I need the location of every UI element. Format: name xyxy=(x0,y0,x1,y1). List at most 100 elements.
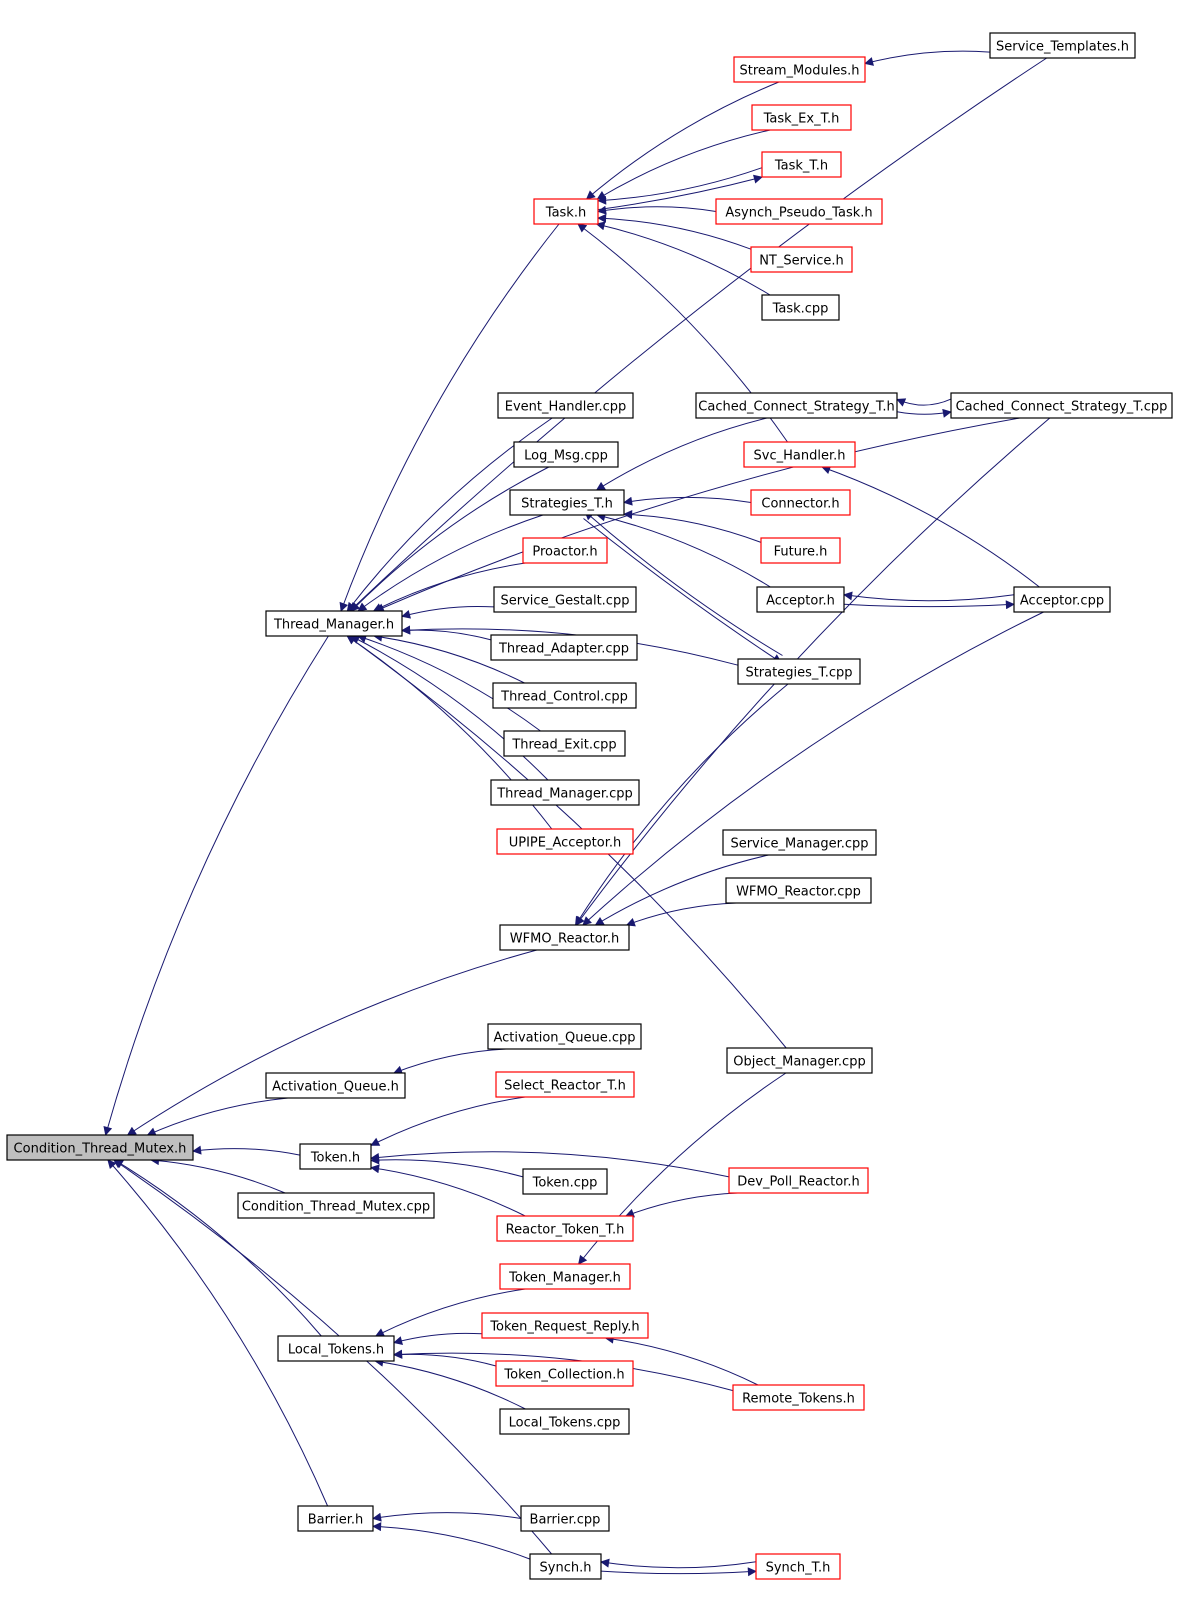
node-box xyxy=(499,1408,630,1435)
node-log-msg[interactable]: Log_Msg.cpp xyxy=(513,441,619,468)
node-future-h[interactable]: Future.h xyxy=(760,537,841,564)
node-task-h[interactable]: Task.h xyxy=(533,198,599,225)
node-proactor-h[interactable]: Proactor.h xyxy=(522,537,608,564)
node-label: Barrier.h xyxy=(308,1513,363,1528)
node-thread-adapter[interactable]: Thread_Adapter.cpp xyxy=(490,634,638,661)
node-ctm-cpp[interactable]: Condition_Thread_Mutex.cpp xyxy=(237,1192,435,1219)
edge-token_cpp-to-token_h xyxy=(370,1155,524,1178)
node-box xyxy=(755,1553,841,1580)
node-dev-poll[interactable]: Dev_Poll_Reactor.h xyxy=(728,1167,869,1194)
edge-acceptor_cpp-to-svc_handler xyxy=(821,465,1040,588)
node-svc-templates[interactable]: Service_Templates.h xyxy=(989,32,1136,59)
edge-ccs_t_cpp-to-wfmo_reactor_h xyxy=(575,417,1051,926)
node-object-manager[interactable]: Object_Manager.cpp xyxy=(726,1047,873,1074)
node-nt-service[interactable]: NT_Service.h xyxy=(750,246,853,273)
node-box xyxy=(761,294,840,321)
node-task-t[interactable]: Task_T.h xyxy=(761,151,842,178)
node-box xyxy=(761,151,842,178)
node-thread-manager-cpp[interactable]: Thread_Manager.cpp xyxy=(490,779,640,806)
node-token-request-reply[interactable]: Token_Request_Reply.h xyxy=(481,1312,649,1339)
node-box xyxy=(533,198,599,225)
node-service-gestalt[interactable]: Service_Gestalt.cpp xyxy=(493,586,637,613)
node-stream-modules[interactable]: Stream_Modules.h xyxy=(733,56,866,83)
node-service-manager[interactable]: Service_Manager.cpp xyxy=(722,829,877,856)
edge-task_cpp-to-task_h xyxy=(595,221,771,296)
node-box xyxy=(750,246,853,273)
node-label: Cached_Connect_Strategy_T.cpp xyxy=(956,400,1168,415)
node-local-tokens-h[interactable]: Local_Tokens.h xyxy=(277,1335,395,1362)
node-ctm-h[interactable]: Condition_Thread_Mutex.h xyxy=(6,1134,194,1161)
node-box xyxy=(497,392,634,419)
edge-wfmo_reactor_h-to-ctm_h xyxy=(126,949,538,1136)
node-activation-queue-h[interactable]: Activation_Queue.h xyxy=(265,1072,406,1099)
node-select-reactor-t[interactable]: Select_Reactor_T.h xyxy=(495,1071,635,1098)
node-label: Synch.h xyxy=(540,1561,592,1576)
node-event-handler[interactable]: Event_Handler.cpp xyxy=(497,392,634,419)
node-ccs-t-h[interactable]: Cached_Connect_Strategy_T.h xyxy=(695,392,898,419)
edge-barrier_h-to-ctm_h xyxy=(107,1159,329,1507)
edge-ccs_t_cpp-to-ccs_t_h xyxy=(896,398,952,407)
node-box xyxy=(695,392,898,419)
node-local-tokens-cpp[interactable]: Local_Tokens.cpp xyxy=(499,1408,630,1435)
node-label: WFMO_Reactor.cpp xyxy=(736,885,861,900)
edge-thread_control-to-thread_manager_h xyxy=(373,632,525,684)
edge-future_h-to-strategies_t_h xyxy=(623,510,762,543)
node-acceptor-cpp[interactable]: Acceptor.cpp xyxy=(1013,586,1111,613)
node-box xyxy=(950,392,1173,419)
node-box xyxy=(715,198,883,225)
node-box xyxy=(265,1072,406,1099)
edge-acceptor_h-to-strategies_t_h xyxy=(596,512,771,588)
node-reactor-token-t[interactable]: Reactor_Token_T.h xyxy=(496,1215,634,1242)
node-asynch-pseudo[interactable]: Asynch_Pseudo_Task.h xyxy=(715,198,883,225)
node-synch-h[interactable]: Synch.h xyxy=(529,1553,602,1580)
node-barrier-cpp[interactable]: Barrier.cpp xyxy=(520,1505,610,1532)
node-box xyxy=(496,828,634,855)
node-label: Token_Request_Reply.h xyxy=(489,1320,639,1335)
node-label: Activation_Queue.h xyxy=(272,1080,399,1095)
node-label: Synch_T.h xyxy=(766,1561,831,1576)
node-box xyxy=(743,441,856,468)
node-acceptor-h[interactable]: Acceptor.h xyxy=(756,586,845,613)
edge-strategies_t_h-to-strategies_t_cpp xyxy=(583,518,782,663)
node-label: Token.cpp xyxy=(532,1176,598,1191)
node-svc-handler[interactable]: Svc_Handler.h xyxy=(743,441,856,468)
node-task-cpp[interactable]: Task.cpp xyxy=(761,294,840,321)
node-label: Proactor.h xyxy=(532,545,597,560)
node-activation-queue-cpp[interactable]: Activation_Queue.cpp xyxy=(487,1023,642,1050)
node-label: Token.h xyxy=(310,1151,360,1166)
node-label: Thread_Adapter.cpp xyxy=(498,642,629,657)
node-box xyxy=(725,877,872,904)
edge-token_request_reply-to-local_tokens_h xyxy=(393,1332,483,1345)
node-task-ex-t[interactable]: Task_Ex_T.h xyxy=(751,104,852,131)
node-strategies-t-h[interactable]: Strategies_T.h xyxy=(509,489,625,516)
node-label: Strategies_T.cpp xyxy=(745,666,852,681)
edge-token_manager-to-local_tokens_h xyxy=(374,1288,526,1337)
node-synch-t[interactable]: Synch_T.h xyxy=(755,1553,841,1580)
node-label: Thread_Manager.cpp xyxy=(496,787,633,802)
node-thread-control[interactable]: Thread_Control.cpp xyxy=(492,682,637,709)
node-box xyxy=(493,586,637,613)
node-ccs-t-cpp[interactable]: Cached_Connect_Strategy_T.cpp xyxy=(950,392,1173,419)
node-thread-manager-h[interactable]: Thread_Manager.h xyxy=(265,610,403,637)
node-box xyxy=(520,1505,610,1532)
edge-token_h-to-ctm_h xyxy=(192,1145,301,1156)
node-token-manager[interactable]: Token_Manager.h xyxy=(499,1263,631,1290)
node-barrier-h[interactable]: Barrier.h xyxy=(297,1505,374,1532)
node-box xyxy=(529,1553,602,1580)
node-thread-exit[interactable]: Thread_Exit.cpp xyxy=(503,730,626,757)
node-connector-h[interactable]: Connector.h xyxy=(750,489,851,516)
edge-proactor_h-to-thread_manager_h xyxy=(372,562,526,612)
node-token-collection[interactable]: Token_Collection.h xyxy=(495,1360,634,1387)
node-wfmo-reactor-cpp[interactable]: WFMO_Reactor.cpp xyxy=(725,877,872,904)
node-remote-tokens[interactable]: Remote_Tokens.h xyxy=(732,1384,865,1411)
edge-object_manager-to-thread_manager_h xyxy=(346,635,787,1049)
node-token-h[interactable]: Token.h xyxy=(299,1143,372,1170)
node-strategies-t-cpp[interactable]: Strategies_T.cpp xyxy=(737,658,861,685)
node-box xyxy=(726,1047,873,1074)
node-label: Thread_Control.cpp xyxy=(500,690,628,705)
edge-nt_service-to-task_h xyxy=(597,213,752,250)
node-upipe-acceptor[interactable]: UPIPE_Acceptor.h xyxy=(496,828,634,855)
node-wfmo-reactor-h[interactable]: WFMO_Reactor.h xyxy=(499,924,630,951)
node-token-cpp[interactable]: Token.cpp xyxy=(522,1168,608,1195)
